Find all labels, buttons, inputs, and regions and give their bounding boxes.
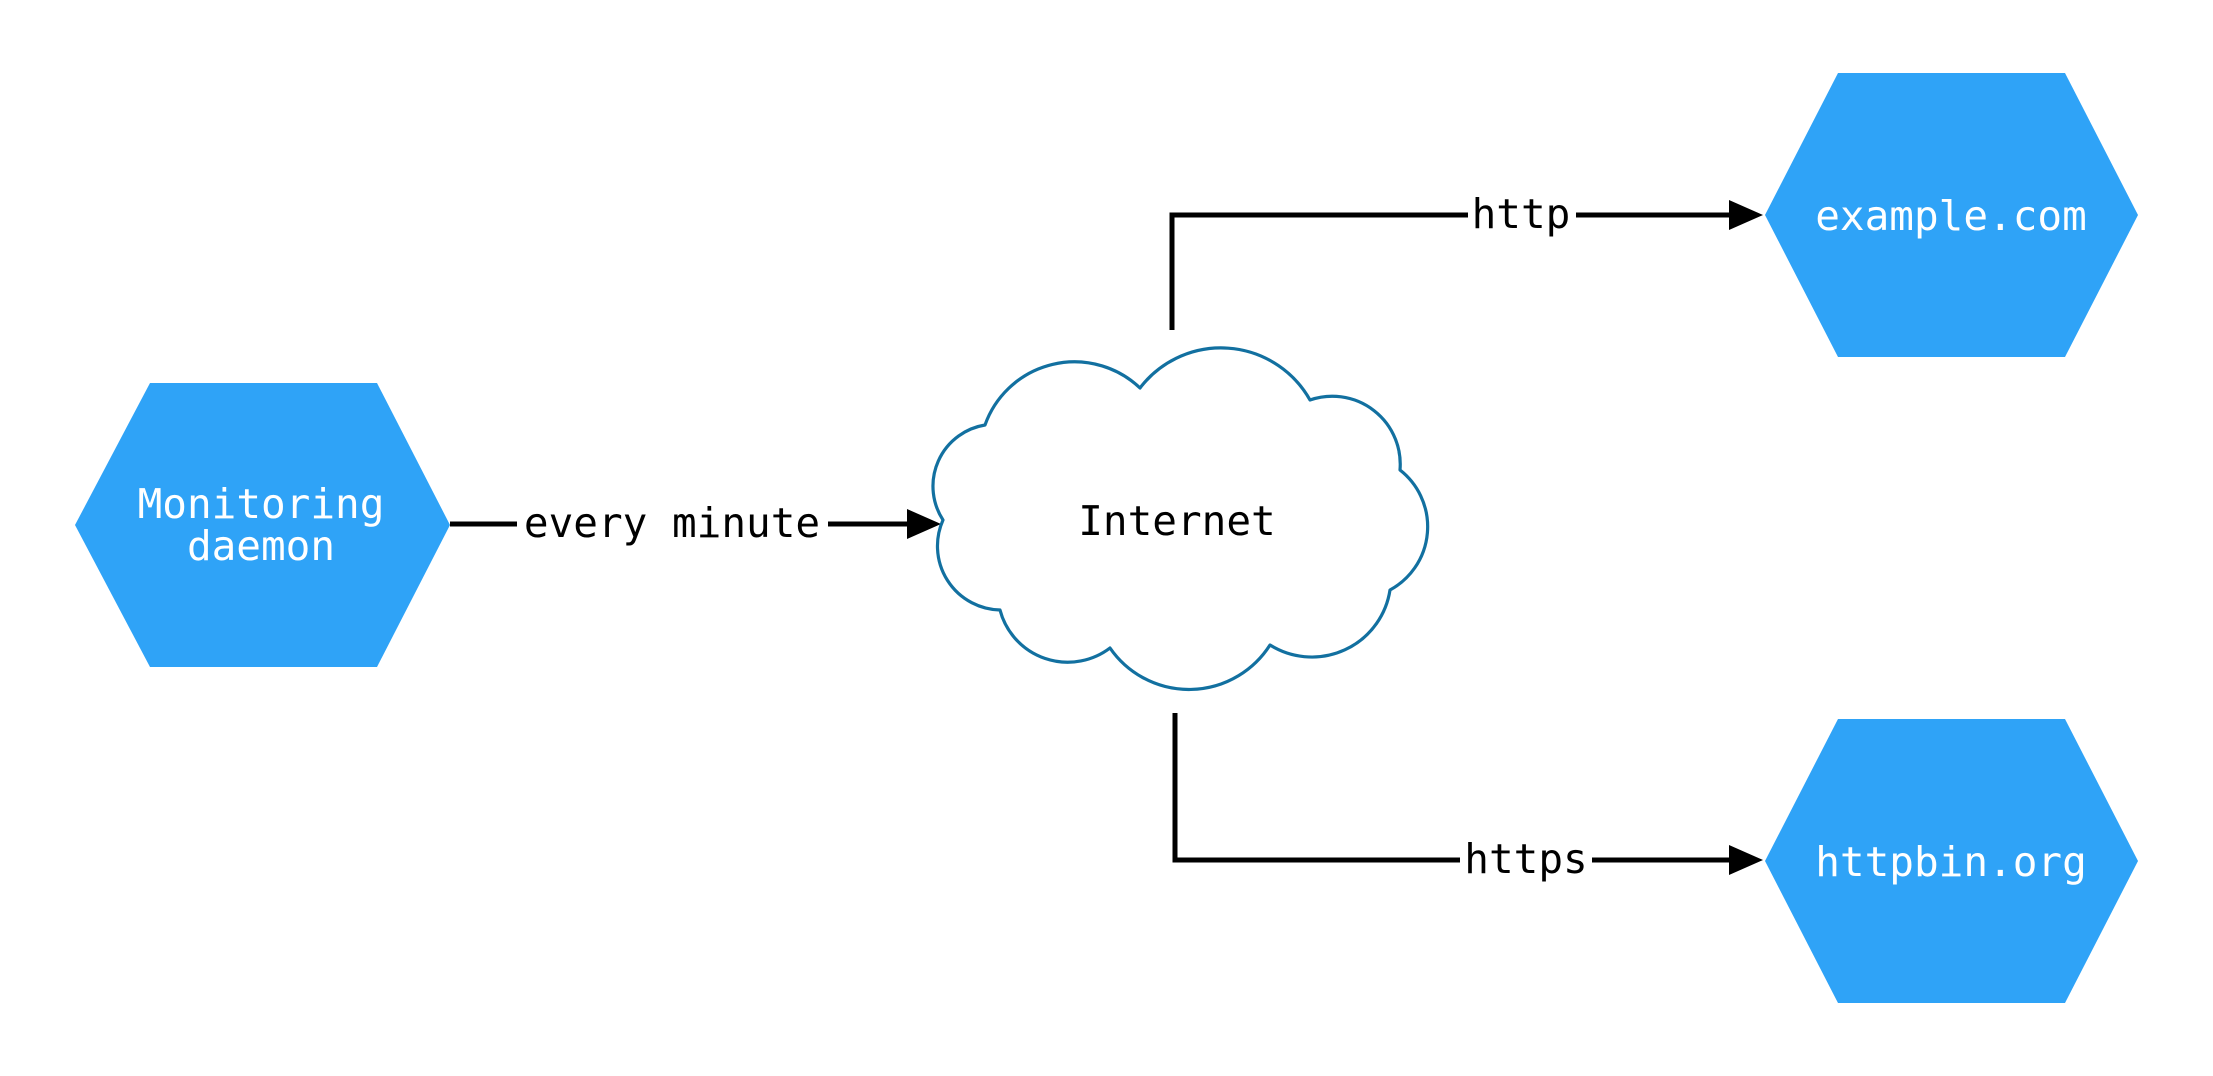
example-com-node	[1765, 73, 2138, 357]
arrowhead-into-example-icon	[1729, 200, 1763, 230]
internet-cloud-node	[931, 346, 1430, 692]
monitoring-daemon-node	[75, 383, 450, 667]
edge-every-minute-label: every minute	[524, 499, 820, 547]
arrowhead-into-internet-icon	[907, 509, 941, 539]
arrowhead-into-httpbin-icon	[1729, 845, 1763, 875]
monitoring-daemon-label-line1: Monitoring	[138, 480, 385, 528]
monitoring-daemon-label-line2: daemon	[187, 522, 335, 570]
edge-https-label: https	[1464, 835, 1587, 883]
httpbin-org-node	[1765, 719, 2138, 1003]
internet-label: Internet	[1078, 497, 1275, 545]
edge-http-label: http	[1472, 190, 1571, 238]
example-com-label: example.com	[1815, 192, 2087, 240]
edge-http-segment-left	[1169, 212, 1468, 330]
httpbin-org-label: httpbin.org	[1815, 838, 2087, 886]
edge-https-segment-left	[1172, 713, 1460, 863]
